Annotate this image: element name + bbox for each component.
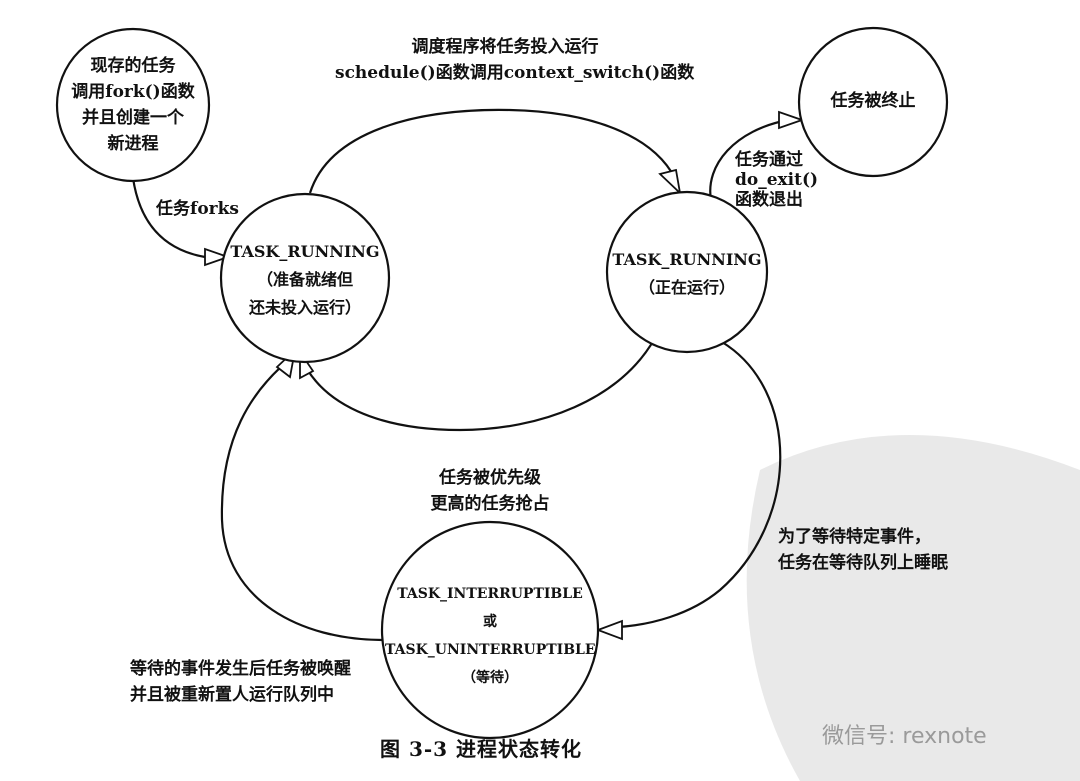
label-ready: TASK_RUNNING （准备就绪但 还未投入运行） bbox=[225, 238, 385, 322]
label-line: 函数退出 bbox=[735, 190, 803, 210]
stamp-watermark bbox=[746, 435, 1080, 781]
arrowhead-exit bbox=[778, 110, 805, 130]
label-line: 更高的任务抢占 bbox=[430, 494, 550, 514]
label-line: TASK_RUNNING bbox=[230, 242, 380, 261]
label-line: schedule()函数调用context_switch()函数 bbox=[335, 63, 695, 83]
wechat-watermark: 微信号: rexnote bbox=[822, 724, 987, 749]
label-line: 等待的事件发生后任务被唤醒 bbox=[130, 659, 351, 679]
label-existing-task: 现存的任务 调用fork()函数 并且创建一个 新进程 bbox=[58, 53, 208, 157]
label-waiting: TASK_INTERRUPTIBLE 或 TASK_UNINTERRUPTIBL… bbox=[385, 580, 596, 692]
label-line: 任务forks bbox=[156, 199, 239, 219]
label-edge-preempt: 任务被优先级 更高的任务抢占 bbox=[400, 465, 580, 517]
label-edge-exit: 任务通过 do_exit() 函数退出 bbox=[735, 150, 818, 210]
node-existing-task bbox=[55, 27, 211, 183]
label-line: TASK_UNINTERRUPTIBLE bbox=[385, 642, 596, 658]
label-line: 并且被重新置人运行队列中 bbox=[130, 685, 334, 705]
edge-sleep bbox=[617, 341, 782, 629]
label-running: TASK_RUNNING （正在运行） bbox=[607, 246, 767, 302]
edge-schedule bbox=[308, 108, 680, 194]
label-line: 任务被优先级 bbox=[439, 468, 541, 488]
node-waiting bbox=[380, 520, 600, 740]
label-line: 或 bbox=[483, 614, 497, 630]
edge-wake bbox=[220, 354, 384, 642]
label-line: （正在运行） bbox=[638, 278, 735, 297]
label-line: TASK_RUNNING bbox=[612, 250, 762, 269]
label-line: 还未投入运行） bbox=[248, 298, 361, 317]
figure-caption: 图 3-3 进程状态转化 bbox=[380, 737, 583, 761]
label-line: （准备就绪但 bbox=[256, 270, 353, 289]
label-line: TASK_INTERRUPTIBLE bbox=[397, 586, 583, 602]
label-line: 调用fork()函数 bbox=[71, 82, 195, 102]
label-terminated: 任务被终止 bbox=[813, 88, 933, 114]
edge-exit bbox=[709, 118, 789, 201]
label-line: 任务被终止 bbox=[830, 91, 916, 111]
label-line: do_exit() bbox=[735, 170, 819, 190]
node-terminated bbox=[797, 26, 949, 178]
label-line: （等待） bbox=[462, 670, 518, 686]
label-edge-fork: 任务forks bbox=[156, 196, 239, 222]
label-line: 调度程序将任务投入运行 bbox=[411, 37, 599, 57]
edge-fork bbox=[131, 177, 206, 259]
label-line: 现存的任务 bbox=[90, 56, 176, 76]
label-edge-sleep: 为了等待特定事件， 任务在等待队列上睡眠 bbox=[778, 524, 948, 576]
label-line: 任务通过 bbox=[735, 150, 803, 170]
edge-preempt bbox=[298, 337, 656, 432]
label-line: 为了等待特定事件， bbox=[778, 527, 931, 547]
label-edge-schedule: 调度程序将任务投入运行 schedule()函数调用context_switch… bbox=[335, 34, 695, 86]
label-line: 并且创建一个 bbox=[82, 108, 184, 128]
node-running bbox=[605, 190, 769, 354]
label-line: 任务在等待队列上睡眠 bbox=[778, 553, 948, 573]
arrowhead-fork bbox=[204, 247, 231, 267]
node-ready bbox=[219, 192, 391, 364]
label-edge-wake: 等待的事件发生后任务被唤醒 并且被重新置人运行队列中 bbox=[130, 656, 351, 708]
label-line: 新进程 bbox=[107, 134, 159, 154]
arrowhead-schedule bbox=[658, 168, 682, 196]
arrowhead-sleep bbox=[595, 619, 623, 641]
